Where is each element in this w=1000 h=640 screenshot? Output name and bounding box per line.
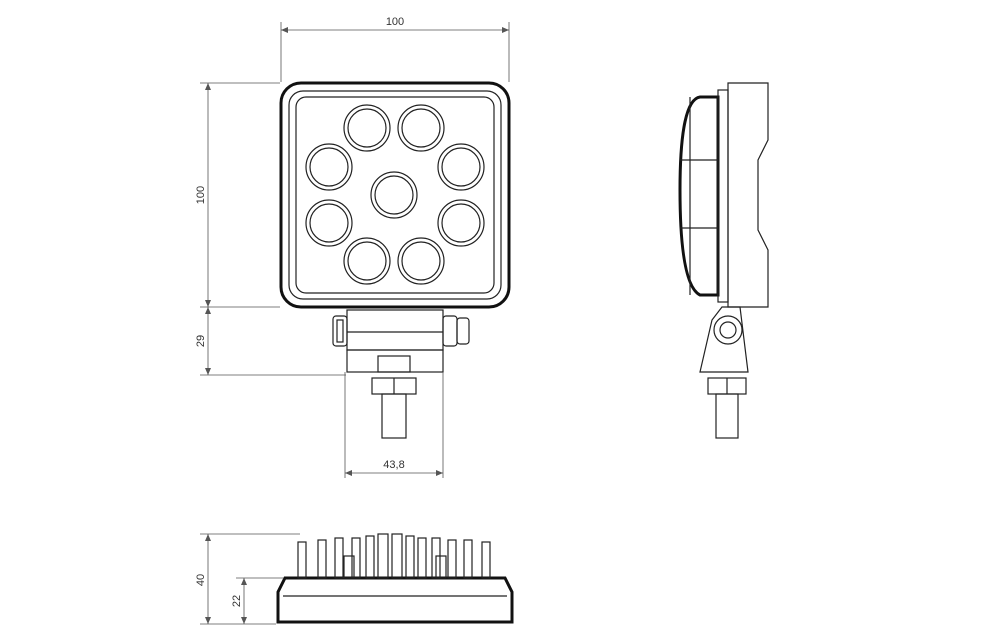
led-9-inner — [401, 241, 441, 281]
side-view — [678, 82, 769, 439]
led-3 — [305, 143, 353, 191]
cooling-fins — [297, 533, 491, 579]
led-7-inner — [441, 203, 481, 243]
left-nut — [332, 315, 348, 347]
led-6-inner — [309, 203, 349, 243]
led-9 — [397, 237, 445, 285]
bracket-top — [346, 309, 444, 351]
dim-height: 100 — [195, 82, 280, 308]
lamp-housing-inner — [288, 90, 502, 300]
led-8-inner — [347, 241, 387, 281]
led-1 — [343, 104, 391, 152]
led-3-inner — [309, 147, 349, 187]
side-pivot-inner — [719, 321, 737, 339]
right-nut-outer — [456, 317, 470, 345]
led-5-inner — [374, 175, 414, 215]
side-stem — [715, 393, 739, 439]
dim-body-depth-label: 22 — [231, 595, 243, 607]
mounting-bracket — [332, 309, 470, 439]
side-housing-body — [727, 82, 769, 308]
rear-base — [276, 576, 514, 624]
dim-body-depth: 22 — [231, 577, 284, 624]
dim-total-depth-label: 40 — [195, 574, 207, 586]
bracket-body — [346, 349, 444, 373]
led-1-inner — [347, 108, 387, 148]
dim-width: 100 — [280, 16, 510, 82]
led-4-inner — [441, 147, 481, 187]
led-6 — [305, 199, 353, 247]
led-array — [305, 104, 485, 285]
right-nut — [442, 315, 458, 347]
side-lens-front — [678, 95, 720, 297]
front-view: 100 100 29 43,8 — [195, 16, 511, 478]
led-7 — [437, 199, 485, 247]
rear-view: 40 22 — [195, 533, 514, 625]
dim-bracket-height-label: 29 — [195, 335, 207, 347]
led-2-inner — [401, 108, 441, 148]
dim-bracket-width: 43,8 — [344, 372, 444, 478]
dim-height-label: 100 — [195, 186, 207, 204]
lamp-housing-outer — [279, 81, 511, 309]
bolt-head — [377, 355, 411, 373]
side-bracket — [699, 306, 749, 373]
side-pivot — [713, 315, 743, 345]
led-2 — [397, 104, 445, 152]
dim-width-label: 100 — [386, 16, 404, 28]
dim-total-depth: 40 — [195, 533, 300, 625]
dim-bracket-height: 29 — [195, 307, 346, 376]
bolt-stem — [381, 393, 407, 439]
left-nut-inner — [336, 319, 344, 343]
led-4 — [437, 143, 485, 191]
led-8 — [343, 237, 391, 285]
dim-bracket-width-label: 43,8 — [383, 459, 404, 471]
led-5 — [370, 171, 418, 219]
lamp-lens — [295, 96, 495, 294]
